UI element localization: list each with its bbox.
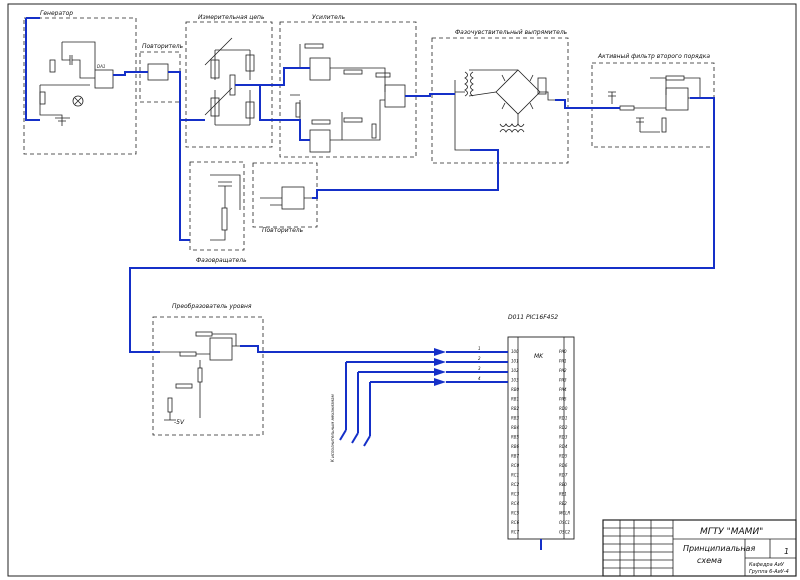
block-title-repeater-2: Повторитель [262,227,304,234]
mcu-pin-left-16: RC4 [511,501,520,506]
title-org: МГТУ "МАМИ" [700,527,763,537]
supply-label: -5V [174,419,185,426]
block-title-phase-detector: Фазочувствительный выпрямитель [455,29,568,36]
block-title-measuring: Измерительная цепь [198,14,265,21]
mcu-pin-left-17: RC5 [511,511,520,516]
mcu-pin-right-9: RD3 [559,435,568,440]
mcu-pin-left-13: RC1 [511,473,519,478]
block-generator: Генератор DA1 [23,10,137,155]
block-title-amplifier: Усилитель [312,14,346,21]
block-phase-shifter: Фазовращатель [189,161,247,264]
mcu-pin-right-17: MCLR [559,511,570,516]
wire-label-3: 3 [478,366,481,371]
mcu-pin-right-6: RD0 [559,406,568,411]
mcu-pin-left-5: RB1 [511,397,519,402]
block-repeater-2: Повторитель [252,162,318,234]
mcu-pin-right-19: OSC2 [559,530,570,535]
mcu-pin-right-14: RE0 [559,482,567,487]
mcu-pins-left: 100 101 102 103RB0RB1RB2RB3RB4RB5RB6RB7RC0R… [511,349,520,535]
mcu-label: MK [534,353,544,360]
block-measuring: Измерительная цепь [185,14,273,148]
mcu-pin-right-5: PA5 [559,397,567,402]
mcu-pin-right-18: OSC1 [559,520,570,525]
mcu-pin-right-3: PA3 [559,378,567,383]
mcu-pin-left-18: RC6 [511,520,520,525]
mcu-pin-left-11: RB7 [511,454,520,459]
mcu-pin-left-0: 100 [511,349,519,354]
mcu-pin-right-12: RD6 [559,463,568,468]
mcu-pin-right-8: RD2 [559,425,568,430]
mcu-pin-right-4: PA4 [559,387,567,392]
signal-wires [25,17,715,550]
block-title-filter: Активный фильтр второго порядка [597,53,710,60]
mcu-pin-left-4: RB0 [511,387,520,392]
mcu-pin-right-13: RD7 [559,473,568,478]
mcu-pins-right: PA0PA1PA2PA3PA4PA5RD0RD1RD2RD3RD4RD5RD6R… [559,349,570,535]
title-block: МГТУ "МАМИ" Принципиальная схема 1 Кафед… [602,519,797,577]
mcu-pin-left-15: RC3 [511,492,520,497]
wire-label-2: 2 [478,356,481,361]
mcu-pin-right-11: RD5 [559,454,568,459]
mcu-pin-left-8: RB4 [511,425,520,430]
mcu-pin-left-12: RC0 [511,463,520,468]
mcu-pin-right-7: RD1 [559,416,567,421]
title-group: Группа 6-АиУ-4 [749,569,789,575]
mcu-pin-left-9: RB5 [511,435,520,440]
mcu-pin-left-6: RB2 [511,406,520,411]
mcu-pin-left-10: RB6 [511,444,520,449]
mcu-pin-right-16: RE2 [559,501,567,506]
mcu-title: D011 PIC16F452 [508,314,558,321]
mcu-pin-left-3: 103 [511,378,519,383]
block-title-generator: Генератор [40,10,73,17]
block-title-level-converter: Преобразователь уровня [172,303,252,310]
block-title-phase-shifter: Фазовращатель [196,257,247,264]
mcu-pin-left-1: 101 [511,359,519,364]
block-filter: Активный фильтр второго порядка [591,53,715,148]
block-phase-detector: Фазочувствительный выпрямитель [431,29,569,164]
title-doc-name-1: Принципиальная [683,544,755,553]
title-doc-name-2: схема [697,556,722,565]
block-level-converter: Преобразователь уровня [152,303,264,436]
block-title-repeater-1: Повторитель [142,43,184,50]
mcu-pin-right-2: PA2 [559,368,567,373]
block-amplifier: Усилитель [279,14,417,158]
drawing-frame [7,3,797,577]
mcu-pin-right-0: PA0 [559,349,567,354]
mcu-pin-left-19: RC7 [511,530,520,535]
mcu-pin-left-7: RB3 [511,416,520,421]
wire-label-4: 4 [478,376,481,381]
side-note: К исполнительным механизмам [330,394,335,462]
title-dept: Кафедра АиУ [749,562,785,568]
title-sheet: 1 [784,547,789,556]
mcu-pin-right-10: RD4 [559,444,568,449]
wire-label-1: 1 [478,346,481,351]
svg-text:DA1: DA1 [97,64,105,69]
mcu-pin-left-2: 102 [511,368,519,373]
mcu-chip: D011 PIC16F452 MK 100101102103RB0RB1RB2R… [507,314,575,540]
mcu-pin-left-14: RC2 [511,482,520,487]
mcu-pin-right-1: PA1 [559,359,567,364]
mcu-pin-right-15: RE1 [559,492,567,497]
